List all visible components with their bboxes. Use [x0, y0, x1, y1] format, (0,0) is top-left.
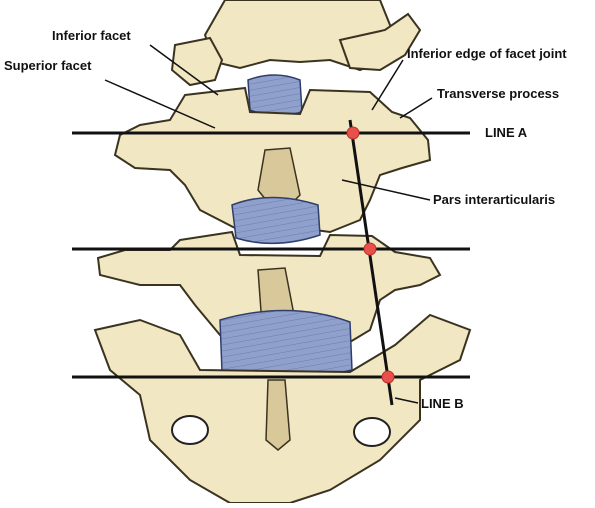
leader-transverse-process [399, 97, 433, 119]
line-b [348, 119, 394, 406]
upper-disc [247, 74, 303, 117]
leader-inferior-facet [149, 44, 219, 96]
leader-inferior-edge [371, 59, 404, 111]
label-superior-facet: Superior facet [4, 58, 92, 73]
leader-superior-facet [104, 79, 216, 129]
disc-2 [219, 309, 353, 379]
sacral-foramen-left [171, 415, 209, 445]
label-inferior-facet: Inferior facet [52, 28, 131, 43]
leader-line-b [394, 397, 419, 404]
sacral-foramen-right [353, 417, 391, 447]
label-transverse-process: Transverse process [437, 86, 560, 101]
disc-1 [231, 196, 321, 245]
label-inferior-edge: Inferior edge of facet joint [407, 46, 567, 61]
label-line-b: LINE B [421, 396, 464, 411]
sacrum [93, 313, 472, 504]
intersection-marker-lower [381, 370, 395, 384]
upper-vertebra [170, 0, 422, 87]
intersection-marker-a [346, 126, 360, 140]
intersection-marker-mid [363, 242, 377, 256]
label-line-a: LINE A [485, 125, 528, 140]
label-pars: Pars interarticularis [433, 192, 556, 207]
leader-pars [341, 179, 431, 201]
